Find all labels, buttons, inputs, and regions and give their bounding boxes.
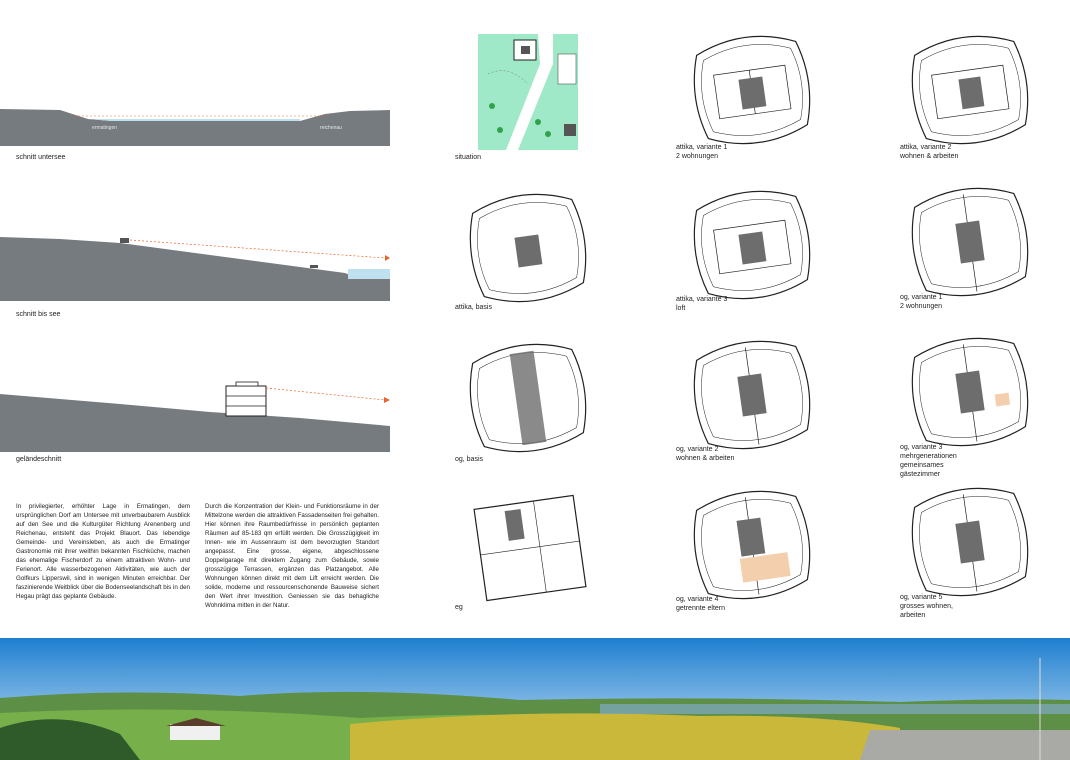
- floor-plan-og-variante-3: [902, 324, 1038, 460]
- floor-plan-eg: [462, 480, 598, 616]
- panorama-photo: [0, 638, 1070, 760]
- section-label-ermatingen: ermatingen: [92, 125, 118, 131]
- description-column-1: In privilegierter, erhöhter Lage in Erma…: [16, 503, 190, 600]
- section-untersee: ermatingen reichenau: [0, 100, 390, 150]
- section-bis-see: [0, 225, 390, 301]
- floor-plan-attika-variante-2: [902, 22, 1038, 158]
- description-column-2: Durch die Konzentration der Klein- und F…: [205, 503, 379, 609]
- floor-plan-og-variante-1: [902, 174, 1038, 310]
- floor-plan-attika-basis: [460, 180, 596, 316]
- plan-caption-9: eg: [455, 604, 463, 611]
- site-plan: [478, 34, 578, 150]
- floor-plan-og-variante-5: [902, 474, 1038, 610]
- section-caption-gelaende: geländeschnitt: [16, 456, 62, 463]
- floor-plan-attika-variante-1: [684, 22, 820, 158]
- section-label-reichenau: reichenau: [320, 125, 342, 131]
- section-gelaende: [0, 378, 390, 452]
- floor-plan-og-variante-2: [684, 327, 820, 463]
- floor-plan-attika-variante-3: [684, 177, 820, 313]
- floor-plan-og-basis: [460, 330, 596, 466]
- section-caption-bis-see: schnitt bis see: [16, 311, 61, 318]
- floor-plan-og-variante-4: [684, 477, 820, 613]
- plan-caption-3: attika, basis: [455, 304, 492, 311]
- section-caption-untersee: schnitt untersee: [16, 154, 66, 161]
- site-caption: situation: [455, 154, 482, 161]
- plan-caption-6: og, basis: [455, 456, 484, 463]
